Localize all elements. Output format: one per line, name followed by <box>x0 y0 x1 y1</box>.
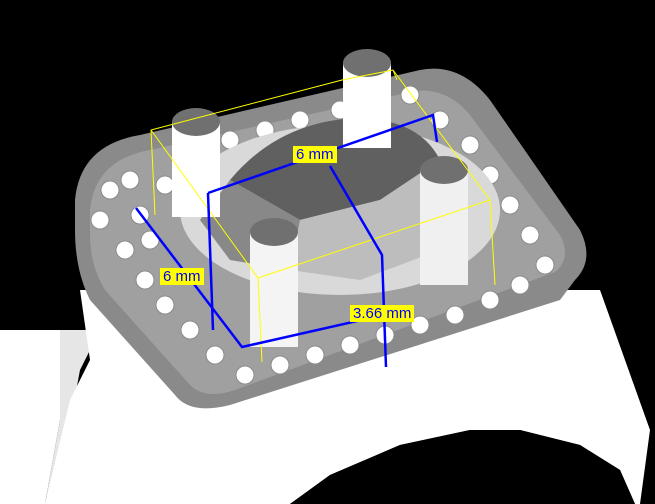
bounding-box <box>150 69 496 363</box>
dimension-label-height[interactable]: 3.66 mm <box>350 305 415 322</box>
dimension-label-depth[interactable]: 6 mm <box>160 268 204 285</box>
dimension-lines <box>135 113 439 368</box>
dimension-label-width[interactable]: 6 mm <box>293 146 337 163</box>
